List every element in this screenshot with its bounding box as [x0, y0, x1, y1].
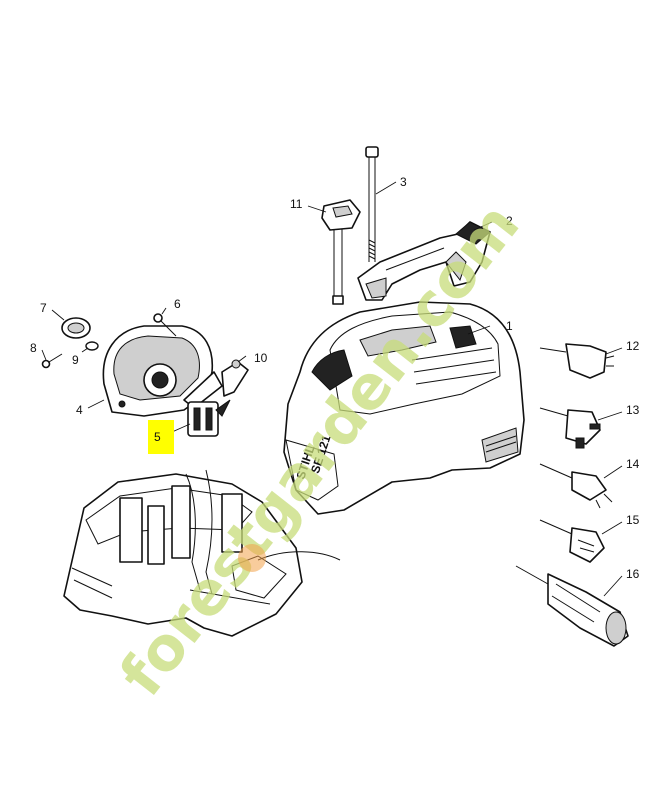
part-7-knob[interactable] [61, 317, 91, 339]
callout-5[interactable]: 5 [154, 430, 161, 444]
callout-7[interactable]: 7 [40, 301, 47, 315]
part-4-switch-housing[interactable] [102, 325, 223, 417]
callout-8[interactable]: 8 [30, 341, 37, 355]
callout-10[interactable]: 10 [254, 351, 268, 365]
callout-15[interactable]: 15 [626, 513, 640, 527]
part-14-plug[interactable] [539, 463, 613, 509]
part-11-knob-bolt[interactable] [321, 199, 361, 305]
callout-1[interactable]: 1 [506, 319, 513, 333]
part-3-long-bolt[interactable] [365, 146, 379, 262]
part-12-plug[interactable] [539, 343, 615, 379]
part-16-industrial-plug[interactable] [515, 565, 629, 647]
highlight-part-5 [148, 420, 174, 454]
watermark-accent-mark [238, 544, 266, 572]
callout-12[interactable]: 12 [626, 339, 640, 353]
part-9-o-ring[interactable] [85, 341, 99, 351]
callout-3[interactable]: 3 [400, 175, 407, 189]
callout-6[interactable]: 6 [174, 297, 181, 311]
callout-13[interactable]: 13 [626, 403, 640, 417]
part-10-cable-clamp[interactable] [215, 359, 249, 417]
part-2-carrying-handle[interactable] [357, 221, 491, 301]
part-1-top-housing[interactable] [283, 301, 525, 515]
callout-16[interactable]: 16 [626, 567, 640, 581]
leader-lines [41, 181, 623, 597]
callout-4[interactable]: 4 [76, 403, 83, 417]
callout-9[interactable]: 9 [72, 353, 79, 367]
base-housing [63, 469, 341, 637]
callout-11[interactable]: 11 [290, 197, 303, 211]
part-13-plug[interactable] [539, 407, 601, 449]
part-15-plug[interactable] [539, 519, 605, 563]
part-8-screw[interactable] [41, 353, 63, 369]
callout-2[interactable]: 2 [506, 214, 513, 228]
part-6-screw[interactable] [153, 313, 177, 337]
part-5-switch[interactable] [187, 401, 219, 437]
callout-14[interactable]: 14 [626, 457, 640, 471]
